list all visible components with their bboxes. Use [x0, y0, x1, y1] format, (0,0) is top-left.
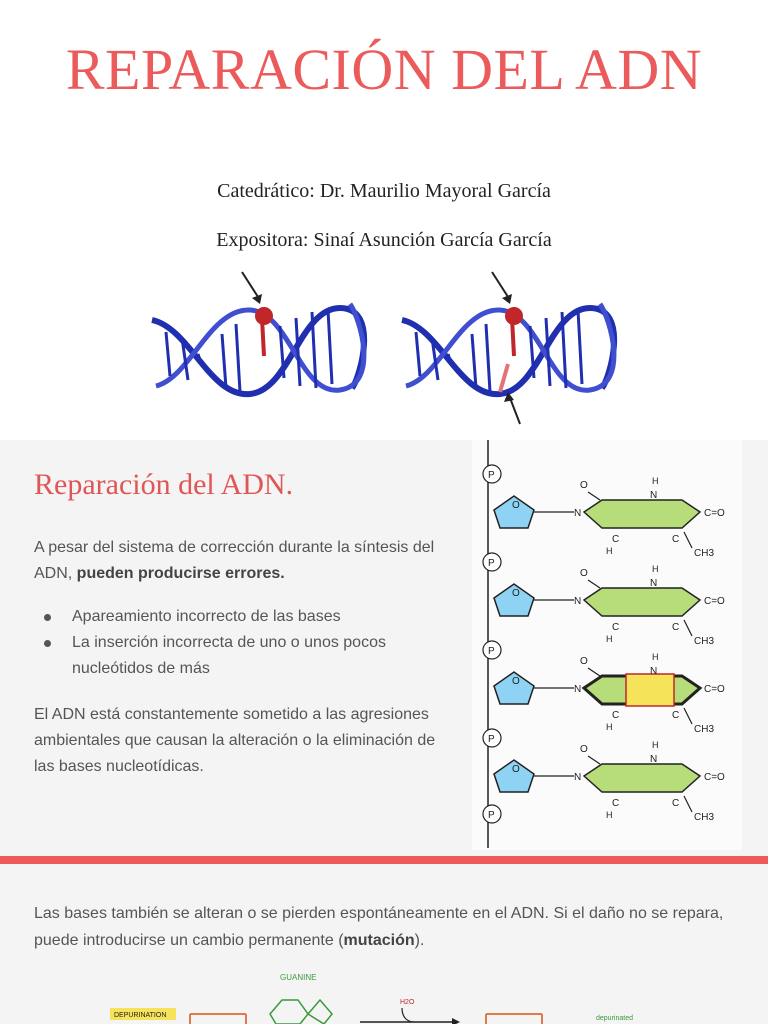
dna-helix-right: [401, 271, 617, 425]
hydrogen-label: H: [606, 810, 613, 820]
carbon-label: C: [672, 622, 679, 633]
closing-paragraph: El ADN está constantemente sometido a la…: [34, 706, 436, 775]
methyl-label: CH3: [694, 724, 714, 735]
mutation-text: Las bases también se alteran o se pierde…: [34, 905, 724, 949]
depurination-figure: GUANINE DEPURINATION H2O depurinated: [110, 970, 660, 1026]
sugar-ring: [493, 759, 535, 793]
depurinated-label: depurinated: [596, 1015, 633, 1022]
phosphate-icon: [482, 464, 502, 484]
phosphate-icon: [482, 728, 502, 748]
mutation-text-end: ).: [414, 932, 425, 949]
methyl-label: CH3: [694, 812, 714, 823]
nitrogen-label: N: [574, 508, 581, 519]
depurination-tag: [110, 1008, 176, 1020]
carbon-label: C: [672, 710, 679, 721]
sugar-oxygen-label: O: [512, 588, 520, 599]
dna-helix-figure: [130, 268, 630, 426]
title-slide: REPARACIÓN DEL ADN Catedrático: Dr. Maur…: [0, 0, 768, 440]
carbonyl-right-label: C=O: [704, 684, 725, 695]
hydrogen-label: H: [652, 652, 659, 662]
intro-emphasis: pueden producirse errores.: [76, 565, 285, 582]
carbonyl-label: O: [580, 656, 588, 667]
carbonyl-label: O: [580, 480, 588, 491]
nitrogen-label: N: [650, 490, 657, 501]
hydrogen-label: H: [652, 476, 659, 486]
base-ring: [582, 763, 702, 793]
base-ring: [582, 499, 702, 529]
nitrogen-label: N: [650, 666, 657, 677]
carbonyl-right-label: C=O: [704, 772, 725, 783]
hydrogen-label: H: [652, 564, 659, 574]
phosphate-label: P: [488, 558, 495, 569]
carbon-label: C: [612, 798, 619, 809]
phosphate-label: P: [488, 810, 495, 821]
error-list: Apareamiento incorrecto de las bases La …: [34, 604, 454, 682]
sugar-ring: [493, 495, 535, 529]
methyl-label: CH3: [694, 548, 714, 559]
carbon-label: C: [612, 622, 619, 633]
sugar-ring: [493, 583, 535, 617]
slide-title: REPARACIÓN DEL ADN: [65, 37, 703, 102]
section-heading: Reparación del ADN.: [34, 468, 294, 501]
carbonyl-label: O: [580, 744, 588, 755]
mutation-term: mutación: [343, 932, 415, 949]
dna-helix-left: [151, 271, 367, 398]
phosphate-label: P: [488, 470, 495, 481]
sugar-oxygen-label: O: [512, 676, 520, 687]
carbon-label: C: [612, 710, 619, 721]
nitrogen-label: N: [650, 754, 657, 765]
sugar-oxygen-label: O: [512, 764, 520, 775]
intro-text: A pesar del sistema de corrección durant…: [34, 539, 435, 582]
list-item: Apareamiento incorrecto de las bases: [34, 604, 454, 630]
sugar-oxygen-label: O: [512, 500, 520, 511]
carbonyl-right-label: C=O: [704, 596, 725, 607]
mismatch-highlight: [625, 673, 675, 707]
carbonyl-label: O: [580, 568, 588, 579]
phosphate-icon: [482, 552, 502, 572]
lecturer-line: Catedrático: Dr. Maurilio Mayoral García: [217, 180, 551, 202]
hydrogen-label: H: [606, 634, 613, 644]
hydrogen-label: H: [606, 546, 613, 556]
arrow-icon: [491, 271, 521, 425]
sugar-ring: [493, 671, 535, 705]
presenter-line: Expositora: Sinaí Asunción García García: [216, 229, 552, 251]
section-divider: [0, 856, 768, 864]
intro-paragraph: A pesar del sistema de corrección durant…: [34, 535, 454, 587]
content-slide: Reparación del ADN. A pesar del sistema …: [0, 440, 768, 858]
phosphate-label: P: [488, 646, 495, 657]
nitrogen-label: N: [650, 578, 657, 589]
carbon-label: C: [672, 798, 679, 809]
depurination-label: DEPURINATION: [114, 1012, 166, 1019]
carbonyl-right-label: C=O: [704, 508, 725, 519]
hydrogen-label: H: [606, 722, 613, 732]
nitrogen-label: N: [574, 596, 581, 607]
phosphate-label: P: [488, 734, 495, 745]
nitrogen-label: N: [574, 684, 581, 695]
guanine-label: GUANINE: [280, 973, 316, 982]
carbon-label: C: [672, 534, 679, 545]
phosphate-icon: [482, 640, 502, 660]
mutation-paragraph: Las bases también se alteran o se pierde…: [34, 900, 744, 954]
list-item: La inserción incorrecta de uno o unos po…: [34, 630, 454, 682]
arrow-icon: [241, 271, 262, 304]
methyl-label: CH3: [694, 636, 714, 647]
carbon-label: C: [612, 534, 619, 545]
nitrogen-label: N: [574, 772, 581, 783]
phosphate-icon: [482, 804, 502, 824]
base-ring: [582, 587, 702, 617]
hydrogen-label: H: [652, 740, 659, 750]
mutation-slide: Las bases también se alteran o se pierde…: [0, 864, 768, 1026]
water-label: H2O: [400, 999, 415, 1006]
